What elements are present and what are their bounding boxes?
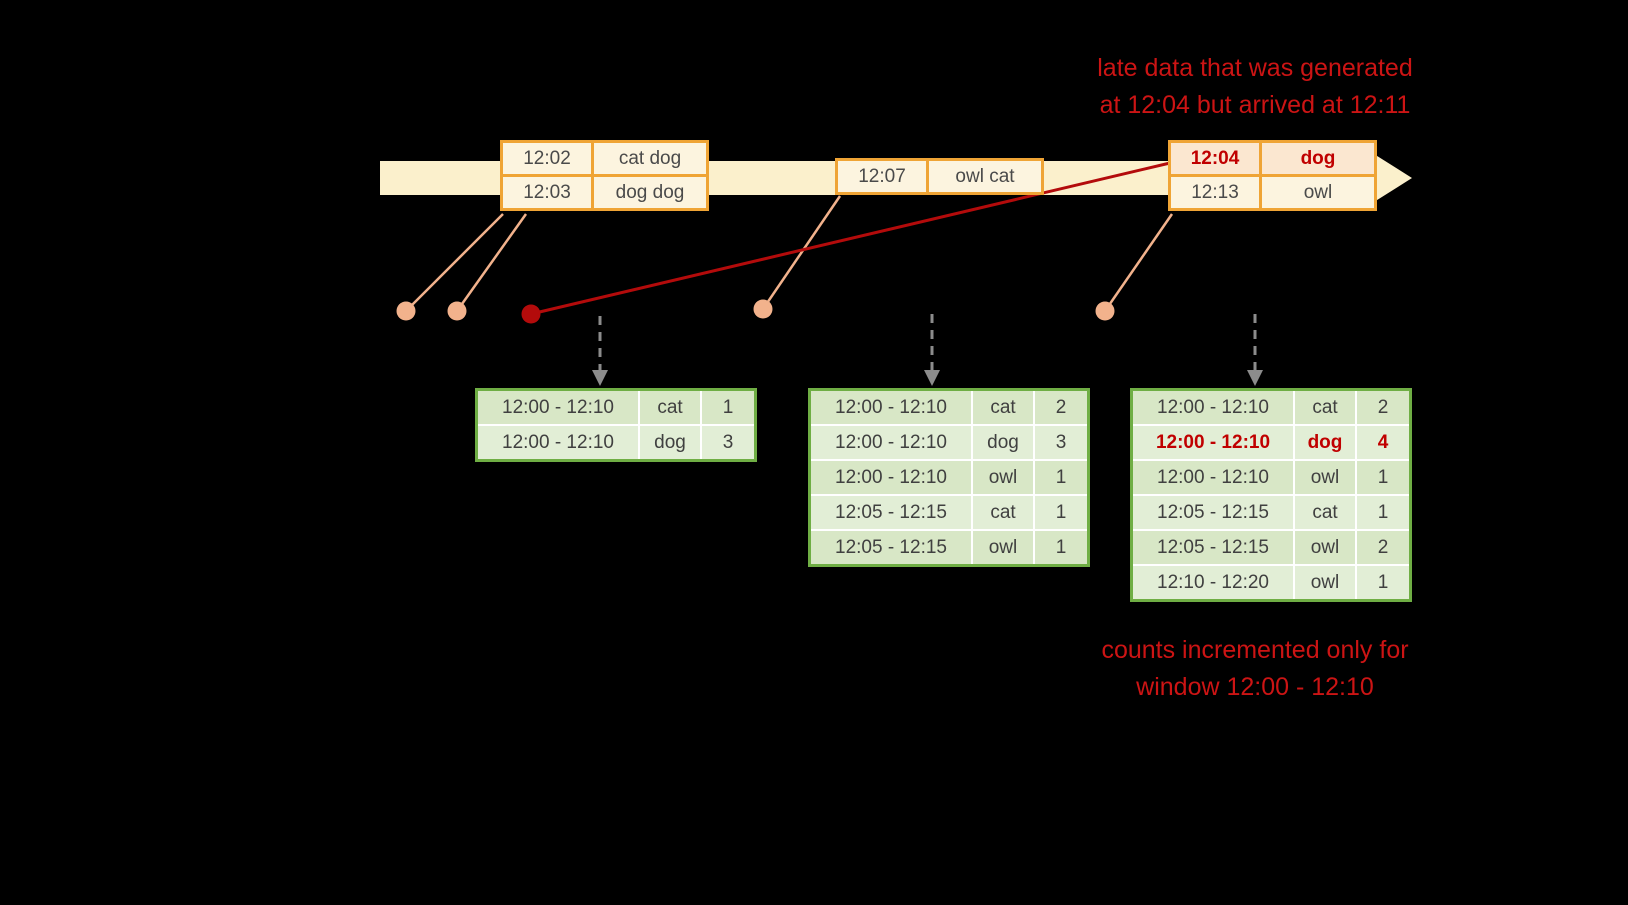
window-cell: 12:05 - 12:15: [808, 494, 973, 531]
window-cell: 12:00 - 12:10: [808, 388, 973, 426]
word-cell: owl: [971, 529, 1035, 567]
result-row: 12:10 - 12:20 owl 1: [1130, 564, 1412, 602]
trigger-arrow: [592, 316, 608, 386]
word-cell: cat: [1293, 388, 1357, 426]
event-row: 12:02 cat dog: [500, 140, 709, 177]
count-cell: 4: [1355, 424, 1412, 461]
window-cell: 12:00 - 12:10: [1130, 424, 1295, 461]
event-time-cell: 12:13: [1168, 174, 1262, 211]
event-arrival-dot: [753, 299, 773, 319]
count-cell: 1: [700, 388, 757, 426]
word-cell: cat: [638, 388, 702, 426]
count-cell: 1: [1355, 494, 1412, 531]
counts-incremented-annotation: counts incremented only for window 12:00…: [1035, 632, 1475, 706]
late-event-row: 12:04 dog: [1168, 140, 1377, 177]
late-data-annotation-line2: at 12:04 but arrived at 12:11: [1099, 91, 1411, 119]
count-cell: 3: [1033, 424, 1090, 461]
event-words-cell: dog: [1259, 140, 1377, 177]
count-cell: 1: [1355, 564, 1412, 602]
count-cell: 1: [1355, 459, 1412, 496]
result-row: 12:00 - 12:10 cat 1: [475, 388, 757, 426]
event-row: 12:03 dog dog: [500, 174, 709, 211]
window-cell: 12:10 - 12:20: [1130, 564, 1295, 602]
word-cell: owl: [1293, 459, 1357, 496]
result-row: 12:05 - 12:15 cat 1: [808, 494, 1090, 531]
event-arrival-dot: [396, 301, 416, 321]
result-row: 12:05 - 12:15 owl 1: [808, 529, 1090, 567]
result-row: 12:00 - 12:10 owl 1: [1130, 459, 1412, 496]
late-data-annotation: late data that was generated at 12:04 bu…: [1015, 50, 1495, 124]
window-cell: 12:00 - 12:10: [475, 388, 640, 426]
word-cell: cat: [971, 388, 1035, 426]
event-row: 12:13 owl: [1168, 174, 1377, 211]
result-row: 12:00 - 12:10 cat 2: [808, 388, 1090, 426]
counts-annotation-line1: counts incremented only for: [1101, 636, 1409, 664]
event-arrival-dot: [1095, 301, 1115, 321]
word-cell: dog: [1293, 424, 1357, 461]
word-cell: dog: [638, 424, 702, 462]
event-words-cell: dog dog: [591, 174, 709, 211]
counts-annotation-line2: window 12:00 - 12:10: [1136, 673, 1374, 701]
word-cell: owl: [1293, 564, 1357, 602]
result-table-2: 12:00 - 12:10 cat 2 12:00 - 12:10 dog 3 …: [808, 388, 1090, 567]
window-cell: 12:00 - 12:10: [808, 459, 973, 496]
window-cell: 12:05 - 12:15: [808, 529, 973, 567]
event-time-cell: 12:07: [835, 158, 929, 195]
late-data-connector-line: [530, 161, 1171, 316]
result-row: 12:05 - 12:15 cat 1: [1130, 494, 1412, 531]
result-row: 12:00 - 12:10 owl 1: [808, 459, 1090, 496]
late-data-annotation-line1: late data that was generated: [1097, 54, 1413, 82]
word-cell: cat: [1293, 494, 1357, 531]
event-words-cell: owl cat: [926, 158, 1044, 195]
event-connector-line: [405, 213, 504, 312]
count-cell: 2: [1033, 388, 1090, 426]
window-cell: 12:00 - 12:10: [1130, 388, 1295, 426]
result-row: 12:00 - 12:10 dog 3: [808, 424, 1090, 461]
result-table-3: 12:00 - 12:10 cat 2 12:00 - 12:10 dog 4 …: [1130, 388, 1412, 602]
trigger-arrow: [1247, 314, 1263, 386]
event-time-cell: 12:04: [1168, 140, 1262, 177]
event-time-cell: 12:03: [500, 174, 594, 211]
late-event-arrival-dot: [521, 304, 541, 324]
event-arrival-dot: [447, 301, 467, 321]
count-cell: 1: [1033, 494, 1090, 531]
event-box-group-1202: 12:02 cat dog 12:03 dog dog: [500, 140, 709, 211]
word-cell: owl: [971, 459, 1035, 496]
event-row: 12:07 owl cat: [835, 158, 1044, 195]
count-cell: 2: [1355, 388, 1412, 426]
late-updated-result-row: 12:00 - 12:10 dog 4: [1130, 424, 1412, 461]
window-cell: 12:00 - 12:10: [1130, 459, 1295, 496]
event-words-cell: owl: [1259, 174, 1377, 211]
window-cell: 12:05 - 12:15: [1130, 529, 1295, 566]
trigger-arrow: [924, 314, 940, 386]
result-row: 12:05 - 12:15 owl 2: [1130, 529, 1412, 566]
event-words-cell: cat dog: [591, 140, 709, 177]
event-box-group-1213: 12:04 dog 12:13 owl: [1168, 140, 1377, 211]
window-cell: 12:00 - 12:10: [808, 424, 973, 461]
word-cell: cat: [971, 494, 1035, 531]
event-connector-line: [1103, 213, 1174, 312]
result-row: 12:00 - 12:10 cat 2: [1130, 388, 1412, 426]
count-cell: 3: [700, 424, 757, 462]
event-box-group-1207: 12:07 owl cat: [835, 158, 1044, 195]
event-connector-line: [455, 213, 528, 312]
event-time-cell: 12:02: [500, 140, 594, 177]
result-row: 12:00 - 12:10 dog 3: [475, 424, 757, 462]
word-cell: owl: [1293, 529, 1357, 566]
count-cell: 1: [1033, 459, 1090, 496]
window-cell: 12:05 - 12:15: [1130, 494, 1295, 531]
count-cell: 1: [1033, 529, 1090, 567]
word-cell: dog: [971, 424, 1035, 461]
event-connector-line: [761, 195, 842, 310]
result-table-1: 12:00 - 12:10 cat 1 12:00 - 12:10 dog 3: [475, 388, 757, 462]
window-cell: 12:00 - 12:10: [475, 424, 640, 462]
count-cell: 2: [1355, 529, 1412, 566]
